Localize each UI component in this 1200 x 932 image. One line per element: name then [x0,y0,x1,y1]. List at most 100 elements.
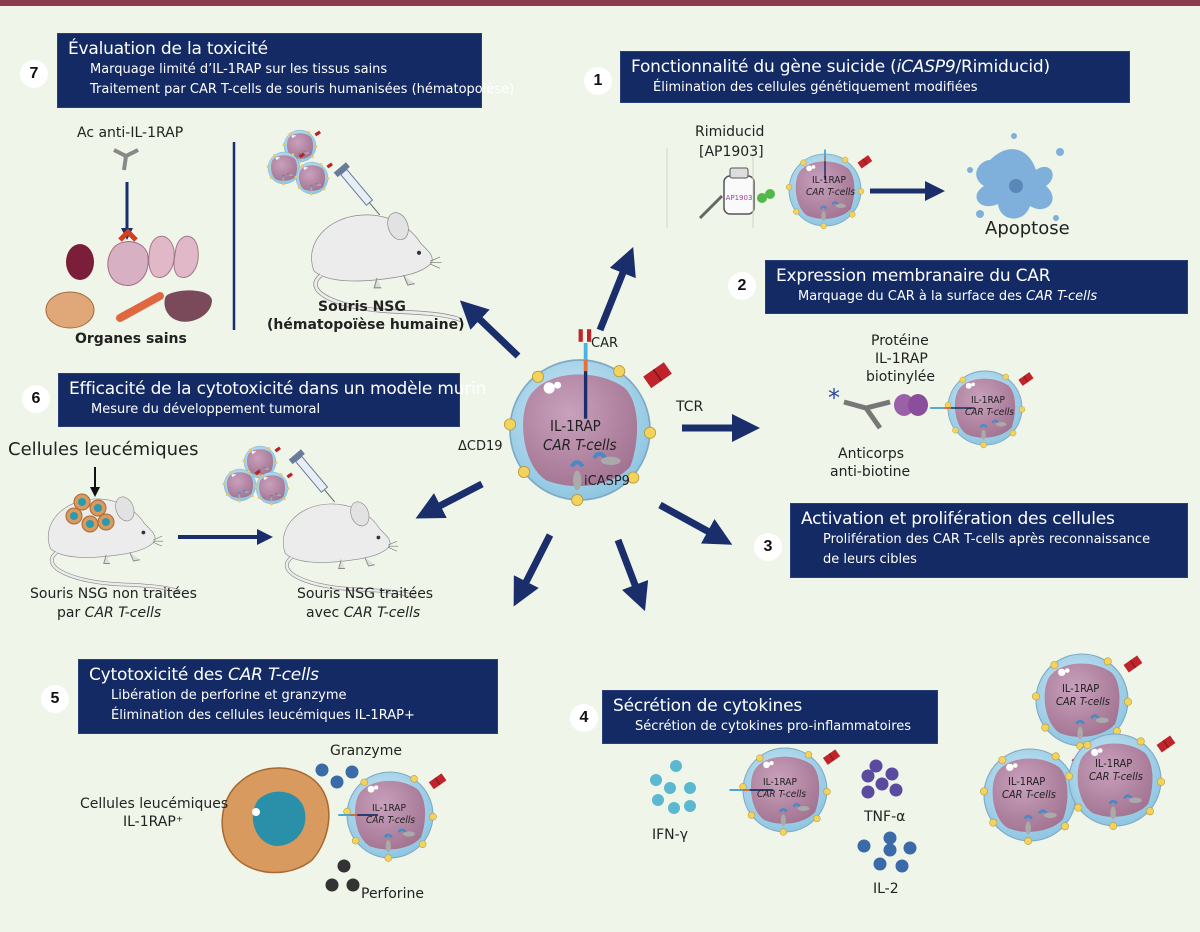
nsg-mouse-label-line-1: Souris NSG [318,299,406,315]
tnf-alpha-label: TNF-α [864,809,906,825]
step-3-title: Activation et prolifération des cellules [801,509,1115,529]
step-3-cell-2-title: IL-1RAP [1008,775,1046,788]
treated-mouse-label-line-1: Souris NSG traitées [297,586,434,602]
perforin-molecules [325,859,360,892]
step-1-cell-subtitle: CAR T-cells [806,187,856,198]
step-2-panel: Expression membranaire du CAR Marquage d… [765,260,1188,314]
step-1-title: Fonctionnalité du gène suicide (iCASP9/R… [631,57,1050,77]
step-6-number: 6 [22,385,50,413]
step-1-cell-title: IL-1RAP [812,175,846,186]
step-4-cell-title: IL-1RAP [763,777,797,788]
car-t-cell-step-1 [785,149,874,230]
car-t-cell-step-2 [930,369,1035,450]
step-2-number: 2 [728,272,756,300]
step-7-number: 7 [20,60,48,88]
arrows [90,181,945,612]
perforine-label: Perforine [361,886,424,902]
anti-biotin-antibody-icon: * [828,384,891,430]
icasp9-label: iCASP9 [584,474,630,489]
step-7-line-1: Marquage limité d’IL-1RAP sur les tissus… [90,62,388,77]
step-4-number: 4 [570,704,598,732]
step-5-line-2: Élimination des cellules leucémiques IL-… [111,708,415,723]
step-3-cell-3-subtitle: CAR T-cells [1089,770,1143,783]
step-2-line-1: Marquage du CAR à la surface des CAR T-c… [798,289,1098,304]
arrow-step-7 [459,300,521,359]
healthy-organs-label: Organes sains [75,331,187,347]
anti-il1rap-antibody-icon [113,148,139,171]
step-7-panel: Évaluation de la toxicité Marquage limit… [57,33,515,108]
rimiducid-vial-icon: AP1903 [698,167,775,220]
granzyme-molecules [315,763,359,789]
il-2-label: IL-2 [873,881,899,897]
untreated-mouse-label-line-1: Souris NSG non traitées [30,586,197,602]
step-2-title: Expression membranaire du CAR [776,266,1051,286]
step-6-title: Efficacité de la cytotoxicité dans un mo… [69,379,487,399]
step-7-line-2: Traitement par CAR T-cells de souris hum… [90,82,515,97]
treated-mouse-icon [281,497,418,599]
syringe-icon-step-7 [333,161,387,221]
step-3-panel: Activation et prolifération des cellules… [790,503,1188,578]
antibody-anti-il1rap-label: Ac anti-IL-1RAP [77,125,184,141]
step-5-cell-title: IL-1RAP [372,803,406,814]
protein-label-line-2: IL-1RAP [875,351,928,367]
car-t-cell-step-5 [338,770,448,863]
step-4-title: Sécrétion de cytokines [613,696,803,716]
svg-text:AP1903: AP1903 [726,194,753,202]
biotinylated-protein-icon [894,394,928,416]
leukemic-cells-injection-label: Cellules leucémiques [8,439,199,460]
arrow-step-1 [596,247,636,332]
ifn-gamma-molecules [650,760,696,814]
tcr-label: TCR [676,399,704,415]
step-3-cell-1-subtitle: CAR T-cells [1056,695,1110,708]
step-3-cell-3-title: IL-1RAP [1095,757,1133,770]
ifn-gamma-label: IFN-γ [652,827,688,843]
step-2-cell-subtitle: CAR T-cells [965,407,1015,418]
arrow-step-5 [513,533,554,607]
step-4-cell-subtitle: CAR T-cells [757,789,807,800]
car-t-cell-step-4 [729,746,842,837]
step-2-cell-title: IL-1RAP [971,395,1005,406]
leukemic-cell-icon [221,767,330,874]
arrow-step-6 [415,480,484,519]
injected-car-t-cells-step-7 [266,129,334,196]
central-cell-title: IL-1RAP [550,417,601,435]
tnf-alpha-molecules [861,759,903,799]
step-3-cell-1-title: IL-1RAP [1062,682,1100,695]
step-7-title: Évaluation de la toxicité [68,39,268,59]
apoptosis-label: Apoptose [985,218,1070,239]
protein-label-line-3: biotinylée [866,369,935,385]
antibody-label-line-1: Anticorps [838,446,905,462]
central-cell-subtitle: CAR T-cells [543,436,617,454]
step-4-panel: Sécrétion de cytokines Sécrétion de cyto… [602,690,938,744]
step-3-number: 3 [754,533,782,561]
step-3-line-2: de leurs cibles [823,552,917,567]
step-5-number: 5 [41,685,69,713]
step-1-number: 1 [584,67,612,95]
top-border [0,0,1200,6]
injected-car-t-cells-step-6 [222,445,294,506]
antibody-label-line-2: anti-biotine [830,464,911,480]
central-car-t-cell [504,329,671,505]
apoptotic-cell-icon [967,133,1064,221]
step-5-panel: Cytotoxicité des CAR T-cells Libération … [78,659,498,734]
step-5-cell-subtitle: CAR T-cells [366,815,416,826]
step-5-title: Cytotoxicité des CAR T-cells [89,665,319,685]
treated-mouse-label-line-2: avec CAR T-cells [306,605,421,621]
car-label: CAR [591,336,619,351]
step-4-line-1: Sécrétion de cytokines pro-inflammatoire… [635,719,912,734]
svg-text:*: * [828,384,840,412]
step-1-line-1: Élimination des cellules génétiquement m… [653,80,978,95]
cd19-label: ΔCD19 [458,439,503,454]
step-1-panel: Fonctionnalité du gène suicide (iCASP9/R… [620,51,1130,103]
il-2-molecules [857,831,917,873]
leukemic-cells-label-line-2: IL-1RAP⁺ [123,814,184,830]
step-5-line-1: Libération de perforine et granzyme [111,688,347,703]
healthy-organs-icon [45,228,212,329]
nsg-mouse-label-line-2: (hématopoïèse humaine) [267,317,465,333]
step-6-panel: Efficacité de la cytotoxicité dans un mo… [58,373,487,427]
untreated-mouse-icon [46,492,183,594]
arrow-step-3 [658,501,733,545]
syringe-icon-step-6 [288,448,342,508]
step-3-line-1: Prolifération des CAR T-cells après reco… [823,532,1151,547]
